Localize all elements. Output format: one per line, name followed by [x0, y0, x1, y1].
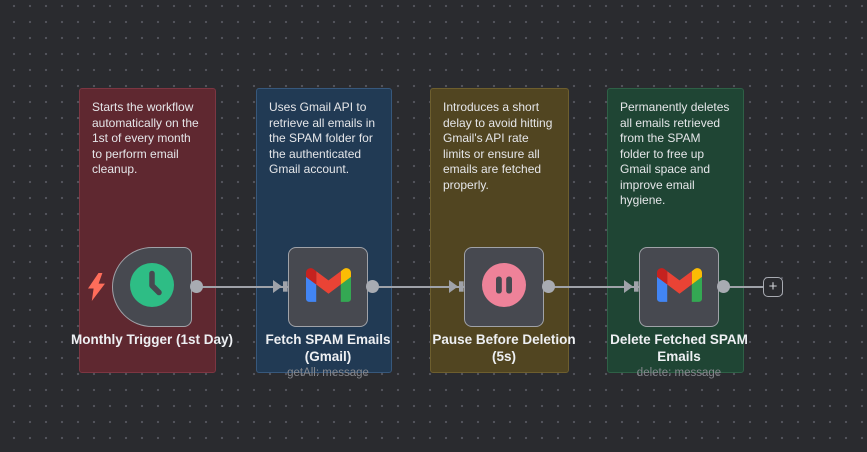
sticky-note-text: Introduces a short delay to avoid hittin… [443, 100, 553, 192]
connection-trigger-to-fetch[interactable] [192, 286, 288, 288]
output-handle[interactable] [190, 280, 203, 293]
sticky-note-fetch-spam[interactable]: Uses Gmail API to retrieve all emails in… [256, 88, 392, 373]
node-caption-delete-spam: Delete Fetched SPAM Emails delete: messa… [600, 331, 758, 379]
connection-delete-to-add[interactable] [719, 286, 764, 288]
input-handle-arrow-icon[interactable] [624, 280, 639, 298]
node-label: Fetch SPAM Emails (Gmail) [265, 332, 391, 364]
connection-fetch-to-pause[interactable] [368, 286, 464, 288]
sticky-note-delete-spam[interactable]: Permanently deletes all emails retrieved… [607, 88, 744, 373]
gmail-icon [305, 267, 351, 307]
output-handle[interactable] [542, 280, 555, 293]
node-caption-pause: Pause Before Deletion (5s) [425, 331, 583, 365]
node-subtitle: getAll: message [287, 367, 369, 379]
plus-icon: + [768, 278, 778, 295]
input-handle-arrow-icon[interactable] [273, 280, 288, 298]
output-handle[interactable] [717, 280, 730, 293]
connection-pause-to-delete[interactable] [544, 286, 639, 288]
node-delete-fetched-spam[interactable] [639, 247, 719, 327]
add-node-button[interactable]: + [763, 277, 783, 297]
pause-icon [482, 262, 526, 312]
output-handle[interactable] [366, 280, 379, 293]
node-caption-fetch-spam: Fetch SPAM Emails (Gmail) getAll: messag… [249, 331, 407, 379]
trigger-bolt-icon [88, 273, 105, 306]
sticky-note-text: Starts the workflow automatically on the… [92, 100, 199, 176]
sticky-note-text: Uses Gmail API to retrieve all emails in… [269, 100, 376, 176]
sticky-note-text: Permanently deletes all emails retrieved… [620, 100, 730, 207]
node-subtitle: delete: message [636, 367, 722, 379]
gmail-icon [656, 267, 702, 307]
node-caption-monthly-trigger: Monthly Trigger (1st Day) [71, 331, 233, 348]
node-label: Monthly Trigger (1st Day) [70, 332, 234, 347]
node-label: Delete Fetched SPAM Emails [610, 332, 748, 364]
node-fetch-spam-emails[interactable] [288, 247, 368, 327]
clock-icon [130, 262, 174, 312]
node-pause-before-deletion[interactable] [464, 247, 544, 327]
node-label: Pause Before Deletion (5s) [432, 332, 576, 364]
node-monthly-trigger[interactable] [112, 247, 192, 327]
input-handle-arrow-icon[interactable] [449, 280, 464, 298]
